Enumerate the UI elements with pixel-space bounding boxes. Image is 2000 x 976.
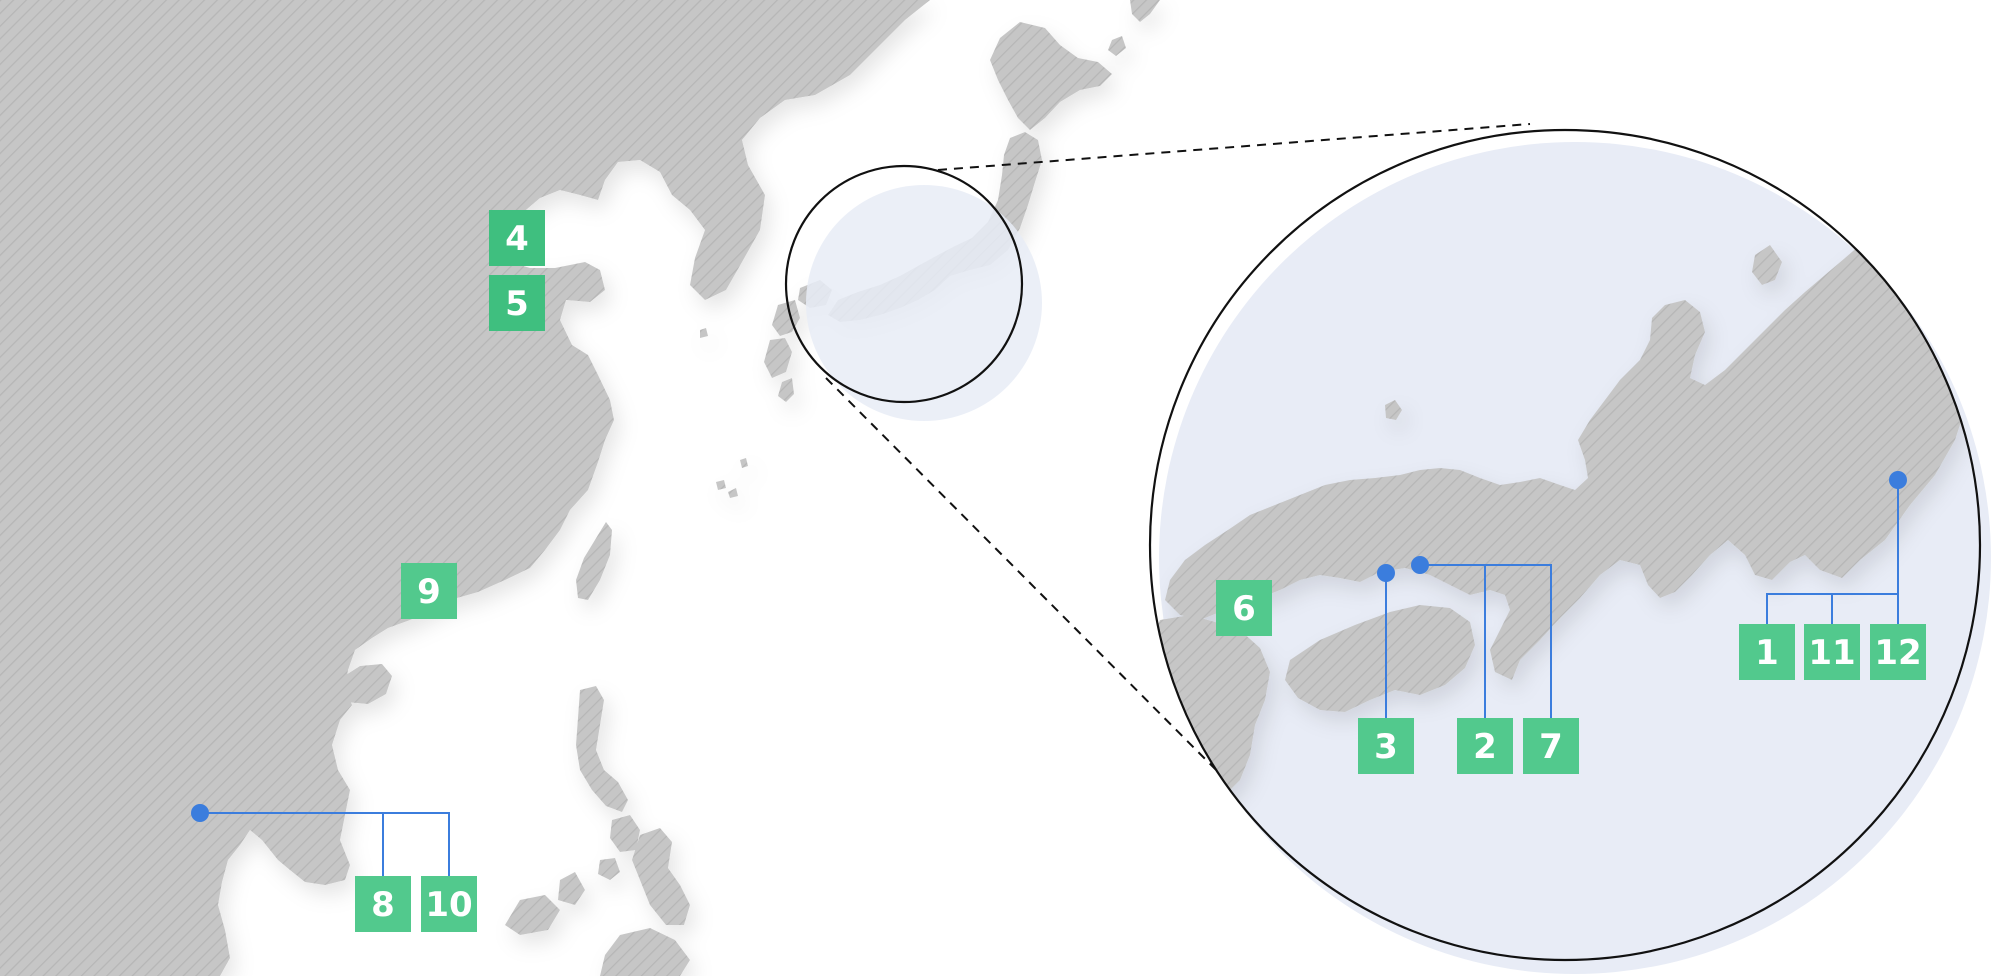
zoom-connector-lines [825, 123, 1531, 791]
marker-10[interactable]: 10 [421, 876, 477, 932]
taiwan-island [576, 522, 612, 600]
zoom-inset [1148, 128, 1991, 974]
magnifier-circle-icon [806, 185, 1042, 421]
marker-label: 9 [417, 572, 441, 612]
marker-label: 6 [1232, 589, 1256, 629]
marker-label: 7 [1539, 727, 1563, 767]
location-dot-icon[interactable] [1889, 471, 1907, 489]
mainland-asia [0, 0, 930, 976]
location-dot-icon[interactable] [1411, 556, 1429, 574]
marker-label: 5 [505, 284, 529, 324]
ryukyu-islands [700, 328, 748, 498]
marker-7[interactable]: 7 [1523, 718, 1579, 774]
marker-8[interactable]: 8 [355, 876, 411, 932]
marker-label: 11 [1808, 633, 1855, 673]
numbered-markers: 4 5 9 8 10 6 3 [355, 210, 1926, 932]
philippines-islands [505, 686, 690, 976]
hainan-island [334, 664, 392, 704]
marker-label: 2 [1473, 727, 1497, 767]
main-map-land [0, 0, 1160, 976]
marker-12[interactable]: 12 [1870, 624, 1926, 680]
marker-label: 3 [1374, 727, 1398, 767]
marker-label: 12 [1874, 633, 1921, 673]
marker-label: 8 [371, 885, 395, 925]
inset-outline [1148, 128, 1982, 962]
marker-5[interactable]: 5 [489, 275, 545, 331]
zoom-source-region [784, 164, 1042, 421]
marker-1[interactable]: 1 [1739, 624, 1795, 680]
marker-connectors [200, 480, 1899, 878]
inset-honshu [1165, 235, 1975, 680]
location-dot-icon[interactable] [191, 804, 209, 822]
marker-2[interactable]: 2 [1457, 718, 1513, 774]
marker-11[interactable]: 11 [1804, 624, 1860, 680]
marker-label: 1 [1755, 633, 1779, 673]
location-dot-icon[interactable] [1377, 564, 1395, 582]
marker-4[interactable]: 4 [489, 210, 545, 266]
location-dots [191, 471, 1907, 822]
marker-9[interactable]: 9 [401, 563, 457, 619]
marker-label: 10 [425, 885, 472, 925]
marker-6[interactable]: 6 [1216, 580, 1272, 636]
marker-label: 4 [505, 219, 529, 259]
northern-islands [1108, 0, 1160, 56]
marker-3[interactable]: 3 [1358, 718, 1414, 774]
inset-shikoku [1285, 605, 1475, 712]
